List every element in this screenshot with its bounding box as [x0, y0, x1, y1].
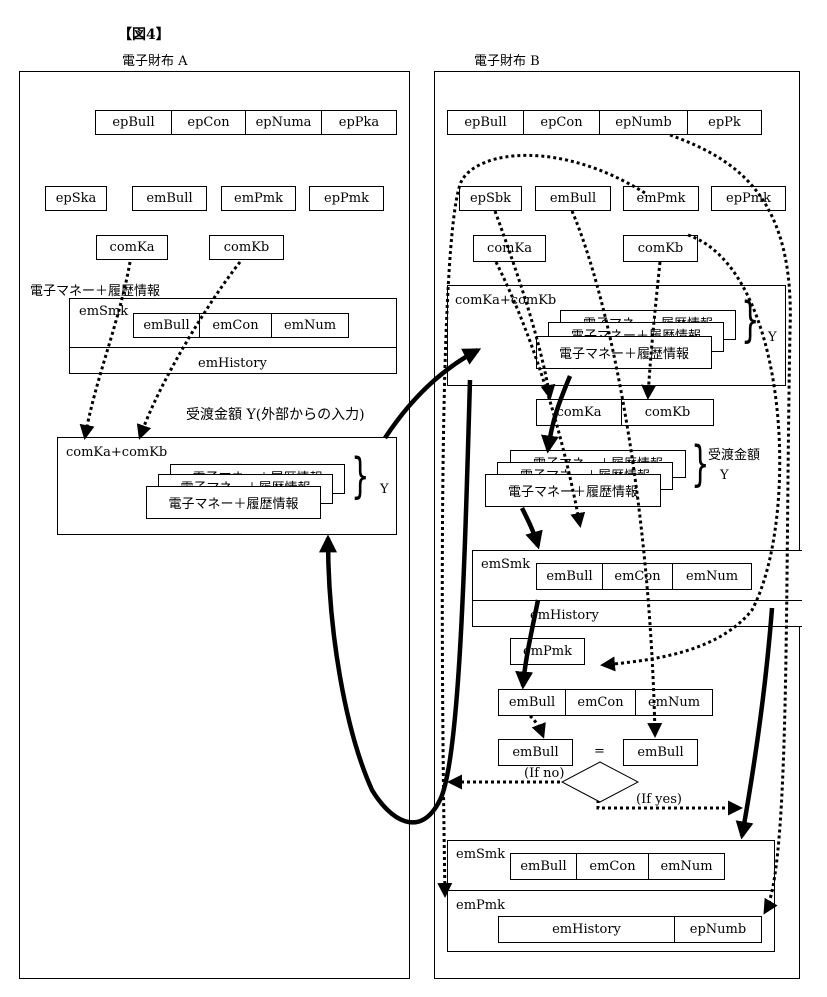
wallet-b-epsbk: epSbk — [459, 186, 522, 211]
wallet-b-emsmk-cell: emCon — [603, 564, 673, 589]
wallet-a-ep-cell: epPka — [338, 115, 380, 130]
wallet-b-brace: } — [741, 292, 760, 348]
wallet-b-triple-cell: emBull — [499, 690, 566, 715]
wallet-b-transfer-y: Y — [720, 468, 729, 483]
arrow-b-flow-1 — [540, 375, 573, 454]
wallet-b-transfer-amount: 受渡金額 — [708, 448, 761, 463]
arrow-b-triple-compare — [529, 714, 546, 739]
wallet-b-final-emsmk-label: emSmk — [456, 847, 506, 862]
wallet-b-emsmk-divider — [472, 600, 802, 601]
wallet-b-final-row-cell: emHistory — [499, 917, 675, 942]
wallet-b-stack-front: 電子マネー＋履歴情報 — [536, 336, 712, 369]
wallet-b-equals: = — [594, 744, 605, 759]
arrow-b-comka — [494, 261, 586, 528]
wallet-a-epska: epSka — [45, 186, 107, 211]
wallet-a-emsmk-divider — [69, 347, 397, 348]
wallet-a-comka: comKa — [96, 235, 168, 260]
wallet-b-ep-cell: epBull — [448, 111, 524, 134]
arrow-b-empmk-loop — [437, 153, 646, 898]
arrow-b-epnumb — [669, 133, 792, 915]
wallet-b-ep-row: epBull epCon epNumb epPk — [447, 110, 762, 135]
wallet-b-ep-cell: epPk — [708, 115, 741, 130]
wallet-b-final-cell: emBull — [511, 854, 577, 879]
wallet-b-final-row: emHistory epNumb — [498, 916, 762, 943]
wallet-a-eppmk: epPmk — [309, 186, 384, 211]
wallet-b-if-yes: (If yes) — [636, 792, 682, 807]
wallet-b-ep-cell: epNumb — [600, 111, 688, 134]
wallet-b-emsmk-label: emSmk — [481, 557, 531, 572]
wallet-b-compare-right: emBull — [623, 739, 698, 766]
arrow-b-flow-2 — [519, 506, 543, 550]
arrow-b-embull — [570, 210, 663, 738]
decision-diamond — [560, 761, 640, 803]
wallet-b-emsmk-cell: emNum — [685, 569, 739, 584]
wallet-a-emsmk-cell: emNum — [283, 318, 337, 333]
wallet-b-final-divider — [447, 890, 775, 891]
wallet-b-compare-left: emBull — [498, 739, 573, 766]
wallet-b-title: 電子財布 B — [474, 54, 540, 69]
wallet-b-final-empmk-label: emPmk — [456, 898, 505, 913]
wallet-a-emsmk-cell: emCon — [200, 314, 272, 337]
wallet-a-emsmk-label: emSmk — [79, 304, 129, 319]
arrow-a-comka — [79, 261, 132, 440]
arrow-a-comkb — [136, 261, 242, 440]
wallet-b-comkb: comKb — [623, 235, 698, 262]
wallet-b-if-no: (If no) — [524, 766, 565, 781]
wallet-b-empmk: emPmk — [623, 186, 699, 211]
wallet-a-emhistory: emHistory — [198, 356, 267, 371]
wallet-b-com-pair-cell: comKa — [537, 400, 622, 425]
wallet-b-combo-label: comKa+comKb — [455, 293, 557, 308]
wallet-a-y: Y — [380, 482, 389, 497]
wallet-a-ep-cell: epBull — [96, 111, 172, 134]
wallet-a-ep-cell: epCon — [172, 111, 246, 134]
wallet-b-emsmk-cell: emBull — [537, 564, 603, 589]
wallet-b-com-pair-cell: comKb — [644, 405, 691, 420]
wallet-a-embull: emBull — [132, 186, 207, 211]
arrow-b-comkb — [641, 261, 662, 400]
wallet-b-final-inner: emBull emCon emNum — [510, 853, 725, 880]
wallet-b-brace2: } — [691, 436, 710, 492]
wallet-a-comkb: comKb — [209, 235, 284, 260]
wallet-a-transfer-amount: 受渡金額 Y(外部からの入力) — [186, 407, 365, 423]
wallet-a-ep-cell: epNuma — [246, 111, 322, 134]
wallet-b-emsmk-inner: emBull emCon emNum — [536, 563, 752, 590]
wallet-b-triple: emBull emCon emNum — [498, 689, 713, 716]
wallet-b-triple-cell: emCon — [566, 690, 636, 715]
wallet-b-y: Y — [768, 330, 777, 345]
arrow-b-if-yes — [596, 800, 743, 816]
figure-label: 【図4】 — [118, 27, 170, 43]
wallet-b-com-pair: comKa comKb — [536, 399, 714, 426]
wallet-b-empmk-2: emPmk — [510, 638, 585, 665]
wallet-a-emsmk-inner: emBull emCon emNum — [133, 313, 349, 338]
arrow-b-flow-4 — [735, 607, 775, 840]
arrow-b-epsbk — [493, 210, 556, 400]
wallet-a-stack-front: 電子マネー＋履歴情報 — [146, 486, 321, 519]
wallet-a-empmk: emPmk — [221, 186, 296, 211]
wallet-a-emsmk-cell: emBull — [134, 314, 200, 337]
wallet-b-embull: emBull — [535, 186, 611, 211]
wallet-b-emhistory: emHistory — [530, 608, 599, 623]
wallet-b-comka: comKa — [473, 235, 546, 262]
wallet-a-emoney-label: 電子マネー＋履歴情報 — [30, 284, 161, 299]
wallet-a-combo-label: comKa+comKb — [66, 445, 168, 460]
wallet-a-title: 電子財布 A — [122, 54, 188, 69]
arrow-b-flow-3 — [515, 599, 541, 690]
arrow-b-to-a-return — [319, 379, 473, 825]
arrow-b-eppk — [600, 233, 782, 672]
wallet-b-final-cell: emNum — [660, 859, 713, 874]
wallet-b-triple-cell: emNum — [647, 695, 701, 710]
wallet-b-eppmk: epPmk — [711, 186, 786, 211]
arrow-a-to-b — [383, 348, 482, 440]
wallet-a-ep-row: epBull epCon epNuma epPka — [95, 110, 397, 135]
wallet-a-brace: } — [351, 448, 370, 504]
wallet-b-ep-cell: epCon — [524, 111, 600, 134]
wallet-b-final-cell: emCon — [577, 854, 649, 879]
wallet-b-final-row-cell: epNumb — [689, 922, 747, 937]
